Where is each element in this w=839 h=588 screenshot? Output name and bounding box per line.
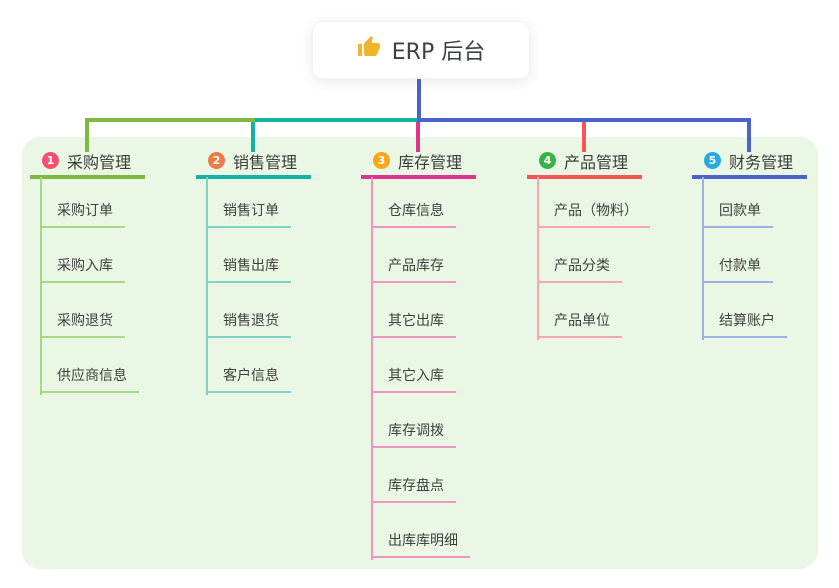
leaf-node[interactable]: 销售退货 <box>206 310 291 338</box>
connector-branch-5 <box>417 118 751 122</box>
branch-4-header[interactable]: 4 产品管理 <box>527 150 642 179</box>
leaf-node[interactable]: 其它出库 <box>371 310 456 338</box>
connector-drop-branch-5 <box>747 122 751 152</box>
leaf-node[interactable]: 采购订单 <box>40 200 125 228</box>
thumbs-up-icon <box>357 35 381 65</box>
connector-drop-branch-1 <box>85 122 89 152</box>
branch-1-children: 采购订单 采购入库 采购退货 供应商信息 <box>30 177 190 395</box>
branch-1-badge: 1 <box>42 152 59 169</box>
leaf-node[interactable]: 销售订单 <box>206 200 291 228</box>
branch-5-header[interactable]: 5 财务管理 <box>692 150 807 179</box>
branch-2-header[interactable]: 2 销售管理 <box>196 150 311 179</box>
branch-5-children: 回款单 付款单 结算账户 <box>692 177 839 340</box>
branch-1-header[interactable]: 1 采购管理 <box>30 150 145 179</box>
leaf-node[interactable]: 出库库明细 <box>371 530 470 558</box>
leaf-node[interactable]: 产品分类 <box>537 255 622 283</box>
branch-4-badge: 4 <box>539 152 556 169</box>
leaf-node[interactable]: 采购退货 <box>40 310 125 338</box>
branch-3-children: 仓库信息 产品库存 其它出库 其它入库 库存调拨 库存盘点 出库库明细 <box>361 177 521 560</box>
branch-3-header[interactable]: 3 库存管理 <box>361 150 476 179</box>
leaf-node[interactable]: 产品库存 <box>371 255 456 283</box>
leaf-node[interactable]: 回款单 <box>702 200 773 228</box>
root-node-erp[interactable]: ERP 后台 <box>312 21 530 79</box>
leaf-node[interactable]: 供应商信息 <box>40 365 139 393</box>
leaf-node[interactable]: 仓库信息 <box>371 200 456 228</box>
root-node-label: ERP 后台 <box>391 40 486 65</box>
branch-finance: 5 财务管理 回款单 付款单 结算账户 <box>692 150 807 340</box>
branch-2-badge: 2 <box>208 152 225 169</box>
branch-2-label: 销售管理 <box>233 152 298 172</box>
branch-2-children: 销售订单 销售出库 销售退货 客户信息 <box>196 177 356 395</box>
branch-4-children: 产品（物料） 产品分类 产品单位 <box>527 177 687 340</box>
branch-inventory: 3 库存管理 仓库信息 产品库存 其它出库 其它入库 库存调拨 库存盘点 出库库… <box>361 150 476 560</box>
leaf-node[interactable]: 销售出库 <box>206 255 291 283</box>
branch-5-label: 财务管理 <box>729 152 794 172</box>
branch-products: 4 产品管理 产品（物料） 产品分类 产品单位 <box>527 150 650 340</box>
leaf-node[interactable]: 采购入库 <box>40 255 125 283</box>
branch-sales: 2 销售管理 销售订单 销售出库 销售退货 客户信息 <box>196 150 311 395</box>
leaf-node[interactable]: 客户信息 <box>206 365 291 393</box>
leaf-node[interactable]: 其它入库 <box>371 365 456 393</box>
mindmap-panel <box>22 137 818 569</box>
connector-drop-branch-2 <box>251 122 255 152</box>
leaf-node[interactable]: 库存盘点 <box>371 475 456 503</box>
branch-4-label: 产品管理 <box>564 152 629 172</box>
branch-3-badge: 3 <box>373 152 390 169</box>
branch-5-badge: 5 <box>704 152 721 169</box>
branch-3-label: 库存管理 <box>398 152 463 172</box>
leaf-node[interactable]: 结算账户 <box>702 310 787 338</box>
leaf-node[interactable]: 产品（物料） <box>537 200 650 228</box>
leaf-node[interactable]: 库存调拨 <box>371 420 456 448</box>
connector-branch-1 <box>85 118 255 122</box>
connector-drop-branch-4 <box>582 122 586 152</box>
branch-1-label: 采购管理 <box>67 152 132 172</box>
connector-branch-2 <box>253 118 419 122</box>
leaf-node[interactable]: 产品单位 <box>537 310 622 338</box>
root-connector-stem <box>417 79 421 120</box>
connector-drop-branch-3 <box>416 122 420 152</box>
branch-procurement: 1 采购管理 采购订单 采购入库 采购退货 供应商信息 <box>30 150 145 395</box>
leaf-node[interactable]: 付款单 <box>702 255 773 283</box>
